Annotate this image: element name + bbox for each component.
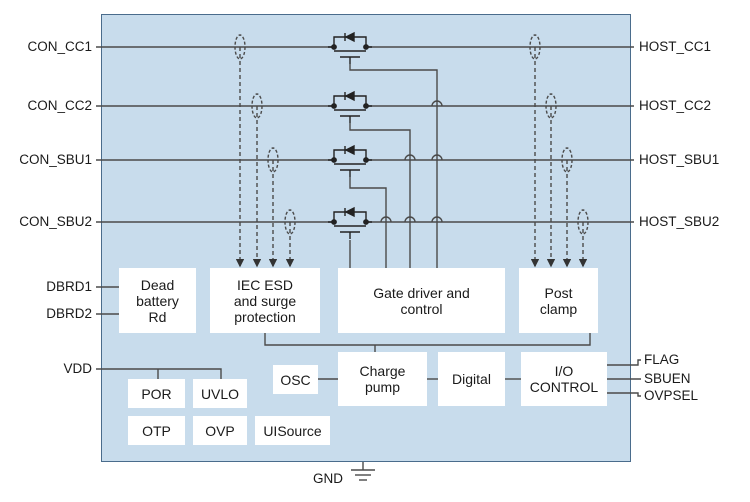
- esd-protection-block: IEC ESD and surge protection: [210, 268, 320, 333]
- fet-switch-icon: [328, 31, 372, 64]
- fet-switch-icon: [328, 206, 372, 239]
- uvlo-block: UVLO: [193, 379, 247, 408]
- pin-host-cc1: HOST_CC1: [639, 39, 712, 54]
- pin-gnd: GND: [313, 471, 343, 486]
- otp-block: OTP: [128, 416, 185, 445]
- pin-dbrd1: DBRD1: [46, 279, 92, 294]
- uisource-block: UISource: [255, 416, 330, 445]
- pin-con-cc2: CON_CC2: [27, 98, 92, 113]
- fet-switch-icon: [328, 144, 372, 177]
- fet-switch-icon: [328, 90, 372, 123]
- pin-sbuen: SBUEN: [644, 371, 691, 386]
- por-block: POR: [128, 379, 185, 408]
- ovp-block: OVP: [193, 416, 247, 445]
- pin-con-cc1: CON_CC1: [27, 39, 92, 54]
- pin-ovpsel: OVPSEL: [644, 388, 699, 403]
- digital-block: Digital: [438, 352, 505, 406]
- post-clamp-block: Post clamp: [519, 268, 598, 333]
- pin-con-sbu2: CON_SBU2: [19, 214, 92, 229]
- pin-dbrd2: DBRD2: [46, 306, 92, 321]
- gate-driver-block: Gate driver and control: [338, 268, 505, 333]
- pin-host-sbu2: HOST_SBU2: [639, 214, 720, 229]
- charge-pump-block: Charge pump: [338, 352, 427, 406]
- osc-block: OSC: [273, 365, 318, 394]
- pin-con-sbu1: CON_SBU1: [19, 152, 92, 167]
- io-control-block: I/O CONTROL: [521, 352, 607, 406]
- pin-host-cc2: HOST_CC2: [639, 98, 712, 113]
- pin-host-sbu1: HOST_SBU1: [639, 152, 720, 167]
- pin-flag: FLAG: [644, 352, 680, 367]
- pin-vdd: VDD: [63, 361, 92, 376]
- dead-battery-block: Dead battery Rd: [119, 268, 196, 333]
